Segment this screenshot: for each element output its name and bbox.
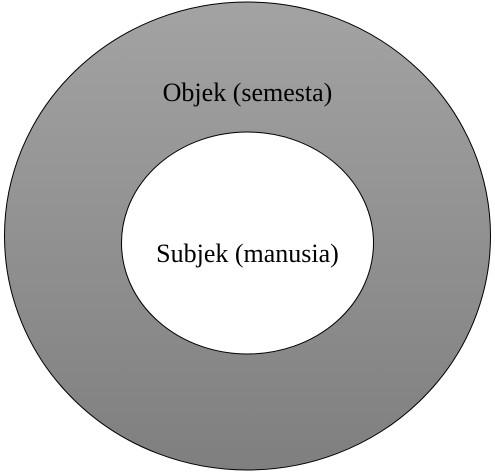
inner-label: Subjek (manusia) [156,239,339,268]
outer-label: Objek (semesta) [163,78,333,107]
inner-circle-subjek [121,131,374,355]
